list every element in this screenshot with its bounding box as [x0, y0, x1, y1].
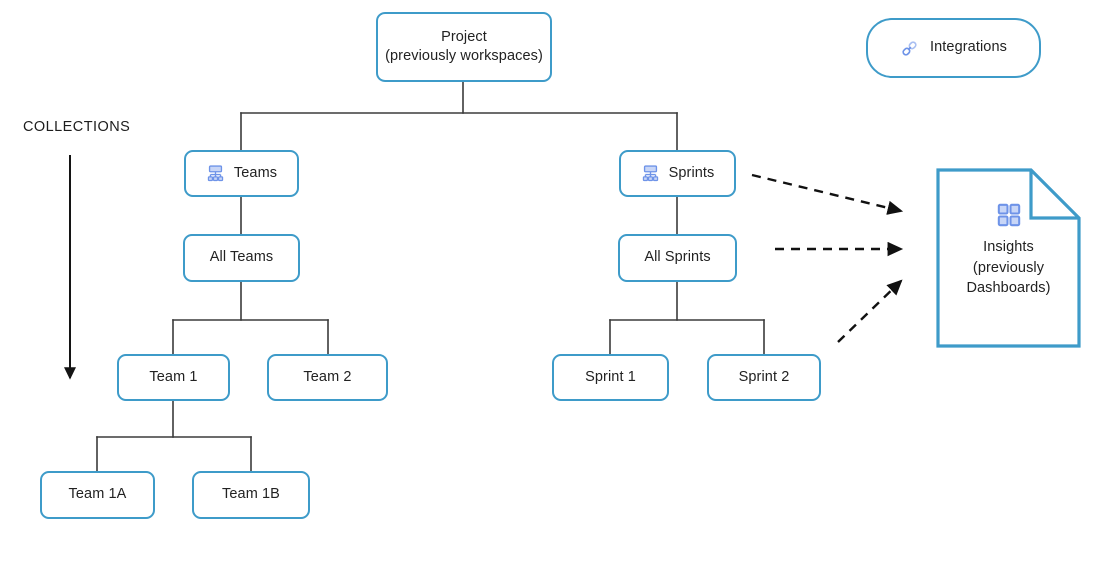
- node-insights-label: Insights (previously Dashboards): [966, 239, 1051, 297]
- document-shape: [936, 168, 1081, 348]
- node-teams[interactable]: Teams: [184, 150, 299, 197]
- node-sprints-label: Sprints: [668, 164, 715, 181]
- node-sprint-2-label: Sprint 2: [738, 368, 790, 385]
- node-team-2-label: Team 2: [303, 368, 352, 385]
- hierarchy-icon: [641, 164, 660, 183]
- node-team-2[interactable]: Team 2: [267, 354, 388, 401]
- node-sprint-1-label: Sprint 1: [585, 368, 636, 385]
- node-all-sprints-label: All Sprints: [644, 249, 711, 266]
- node-integrations[interactable]: Integrations: [866, 18, 1041, 78]
- node-project[interactable]: Project (previously workspaces): [376, 12, 552, 82]
- node-sprints[interactable]: Sprints: [619, 150, 736, 197]
- node-sprint-1[interactable]: Sprint 1: [552, 354, 669, 401]
- link-icon: [900, 39, 919, 58]
- dashed-arrows: [751, 173, 904, 343]
- dashboard-grid-icon: [996, 202, 1022, 228]
- node-integrations-label: Integrations: [930, 39, 1007, 56]
- node-team-1b[interactable]: Team 1B: [192, 471, 310, 519]
- node-teams-label: Teams: [233, 164, 278, 181]
- hierarchy-icon: [206, 164, 225, 183]
- node-sprint-2[interactable]: Sprint 2: [707, 354, 821, 401]
- collections-label: COLLECTIONS: [23, 119, 131, 135]
- node-all-sprints[interactable]: All Sprints: [618, 234, 737, 282]
- node-team-1[interactable]: Team 1: [117, 354, 230, 401]
- node-all-teams[interactable]: All Teams: [183, 234, 300, 282]
- node-team-1-label: Team 1: [149, 368, 198, 385]
- node-team-1a-label: Team 1A: [68, 486, 127, 503]
- node-project-label: Project (previously workspaces): [385, 29, 543, 64]
- node-insights[interactable]: Insights (previously Dashboards): [936, 168, 1081, 348]
- node-all-teams-label: All Teams: [209, 249, 274, 266]
- node-team-1b-label: Team 1B: [222, 486, 280, 503]
- node-team-1a[interactable]: Team 1A: [40, 471, 155, 519]
